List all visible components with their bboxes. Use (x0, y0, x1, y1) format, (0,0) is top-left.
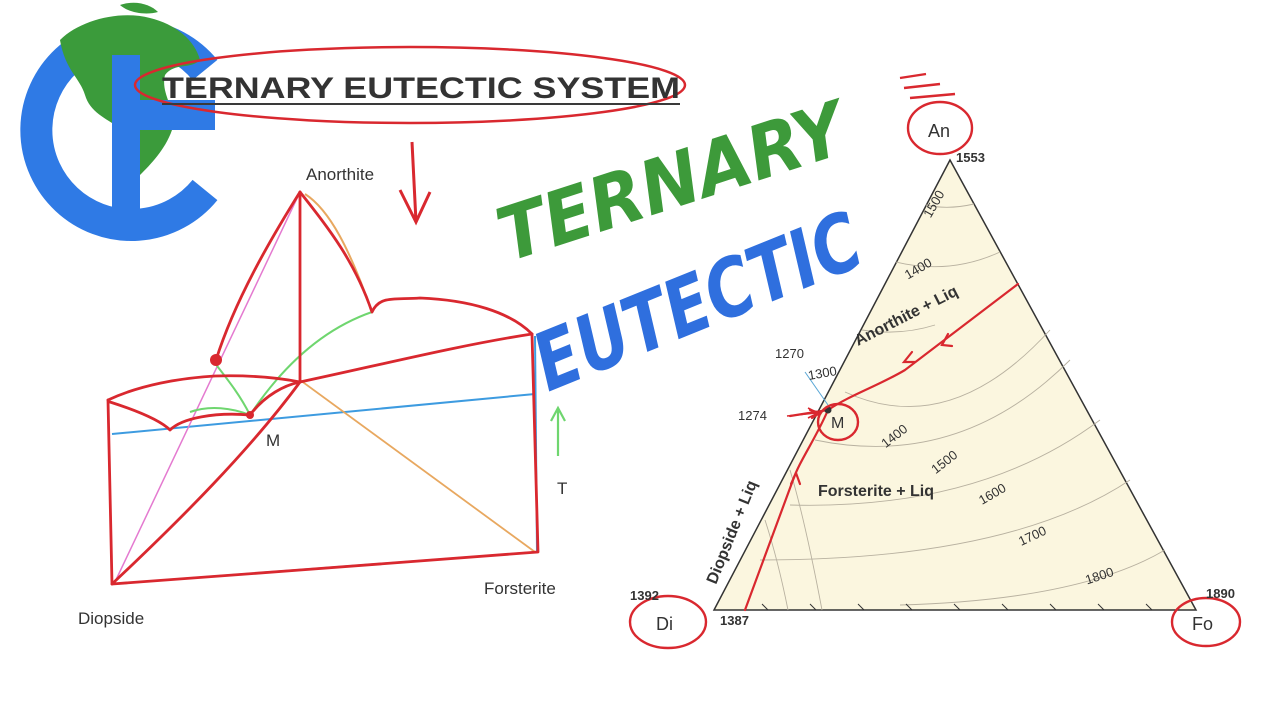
arrow-1274 (786, 407, 820, 419)
temp-an-corner: 1553 (956, 150, 985, 165)
label-eutectic-m2: M (831, 415, 844, 432)
ink-box-front (106, 332, 540, 586)
isotherm-an-1400 (895, 251, 1001, 268)
arrow-an-fo (940, 332, 954, 348)
pointer-1270 (804, 371, 829, 406)
corner-an: An (928, 121, 950, 141)
orange-diagonal (299, 379, 536, 553)
isotherm-fo-1600 (789, 419, 1101, 506)
label-temperature-axis: T (557, 479, 567, 498)
ink-apex-left (214, 190, 302, 362)
base-tick (857, 603, 865, 611)
logo-globe-land-small (120, 2, 158, 14)
ternary-triangle: An Di Fo 1553 1392 1890 1387 1274 1270 M… (628, 72, 1242, 650)
heading-ink-circle (133, 45, 687, 125)
ink-front-diagonal (110, 380, 302, 586)
base-tick (1001, 603, 1009, 611)
ink-dip-valley (108, 380, 302, 432)
isotherm-di-1350 (764, 519, 789, 611)
label-anorthite: Anorthite (306, 165, 374, 184)
isotherm-an-1500 (925, 203, 975, 208)
temp-base-binary: 1387 (720, 613, 749, 628)
ink-top-right-edge (298, 332, 534, 384)
green-cotectic-1 (213, 361, 251, 416)
block-diagram: Anorthite Diopside Forsterite M T (78, 165, 567, 628)
ink-dot-binary (210, 354, 222, 366)
temp-1270: 1270 (775, 346, 804, 361)
isotherm-fo-1500 (814, 359, 1071, 447)
base-tick (953, 603, 961, 611)
triangle-body (712, 158, 1198, 611)
base-tick (1097, 603, 1105, 611)
isotherm-an-1300 (861, 324, 936, 333)
arrow-upper (901, 350, 917, 364)
isotherm-label: 1300 (807, 363, 838, 383)
arrow-di-fo (789, 471, 802, 486)
isotherm-fo-1400 (844, 329, 1051, 408)
blue-isotherm-top (111, 393, 536, 435)
base-tick (809, 603, 817, 611)
green-cotectic-3 (249, 311, 373, 416)
ink-circle-m (816, 402, 860, 442)
ink-circle-di (628, 594, 708, 650)
logo (20, 2, 218, 241)
corner-fo: Fo (1192, 614, 1213, 634)
temp-di-corner: 1392 (630, 588, 659, 603)
logo-g-bar (112, 55, 215, 220)
temp-eutectic: 1274 (738, 408, 767, 423)
corner-di: Di (656, 614, 673, 634)
base-tick (1145, 603, 1153, 611)
heading: TERNARY EUTECTIC SYSTEM (133, 45, 687, 226)
heading-title: TERNARY EUTECTIC SYSTEM (162, 72, 680, 105)
ink-circle-fo (1170, 596, 1242, 648)
label-eutectic-m: M (266, 431, 280, 450)
ink-apex-right (298, 190, 534, 336)
temperature-arrow-up (550, 405, 566, 456)
ink-marks-an (899, 72, 956, 100)
temp-fo-corner: 1890 (1206, 586, 1235, 601)
ink-top-surface (106, 374, 302, 402)
base-tick (1049, 603, 1057, 611)
isotherm-fo-1800 (899, 549, 1166, 606)
pink-edge (113, 191, 301, 585)
ink-circle-an (906, 100, 974, 156)
base-tick (905, 603, 913, 611)
ink-arrow-down (398, 141, 432, 226)
base-tick (761, 603, 769, 611)
field-forsterite-liq: Forsterite + Liq (818, 483, 934, 500)
label-diopside: Diopside (78, 609, 144, 628)
label-forsterite: Forsterite (484, 579, 556, 598)
isotherm-fo-1700 (759, 479, 1131, 561)
ink-dot-eutectic (246, 411, 254, 419)
